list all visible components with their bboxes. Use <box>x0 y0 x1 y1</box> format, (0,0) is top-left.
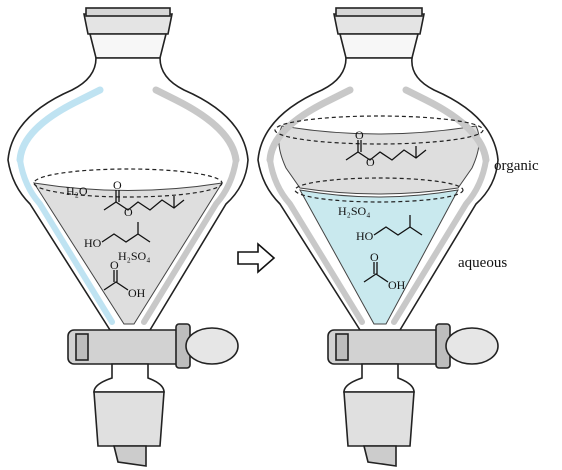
right-acetic-acid-structure: O OH <box>363 250 406 292</box>
right-stopcock[interactable] <box>327 323 499 369</box>
right-aqueous-layer <box>299 189 459 325</box>
left-acetic-oh: OH <box>128 286 146 300</box>
right-funnel: O O H₂SO₄ HO O OH organic aqueous <box>257 7 539 467</box>
right-alcohol-structure: HO <box>356 215 423 243</box>
left-alcohol-structure: HO <box>84 222 151 250</box>
right-ester-structure: O O <box>345 128 427 169</box>
left-acetic-carbonyl-o: O <box>110 258 119 272</box>
left-acetic-acid-structure: O OH <box>103 258 146 300</box>
right-ester-link-o: O <box>366 155 375 169</box>
right-acetic-oh: OH <box>388 278 406 292</box>
hollow-right-arrow-icon <box>237 242 276 274</box>
left-stopcock[interactable] <box>67 323 239 369</box>
left-funnel: H₂O O O HO H₂SO₄ O OH <box>7 7 249 467</box>
organic-label: organic <box>494 158 539 174</box>
left-highlight <box>16 86 104 164</box>
aqueous-label: aqueous <box>458 255 507 271</box>
left-ester-structure: O O <box>103 178 185 219</box>
left-stopper <box>83 7 173 59</box>
left-ester-carbonyl-o: O <box>113 178 122 192</box>
right-top-meniscus <box>274 115 484 145</box>
left-alcohol-oh: HO <box>84 236 102 250</box>
left-outlet <box>93 363 165 467</box>
left-meniscus <box>33 168 223 198</box>
left-acid-label: H₂SO₄ <box>118 249 150 263</box>
right-acetic-carbonyl-o: O <box>370 250 379 264</box>
right-ester-carbonyl-o: O <box>355 128 364 142</box>
right-organic-layer <box>278 125 480 195</box>
right-acid-label: H₂SO₄ <box>338 204 370 218</box>
left-ester-link-o: O <box>124 205 133 219</box>
left-water-label: H₂O <box>66 184 88 198</box>
right-interface-meniscus <box>294 177 464 203</box>
right-outlet <box>343 363 415 467</box>
right-stopper <box>333 7 425 59</box>
right-alcohol-oh: HO <box>356 229 374 243</box>
